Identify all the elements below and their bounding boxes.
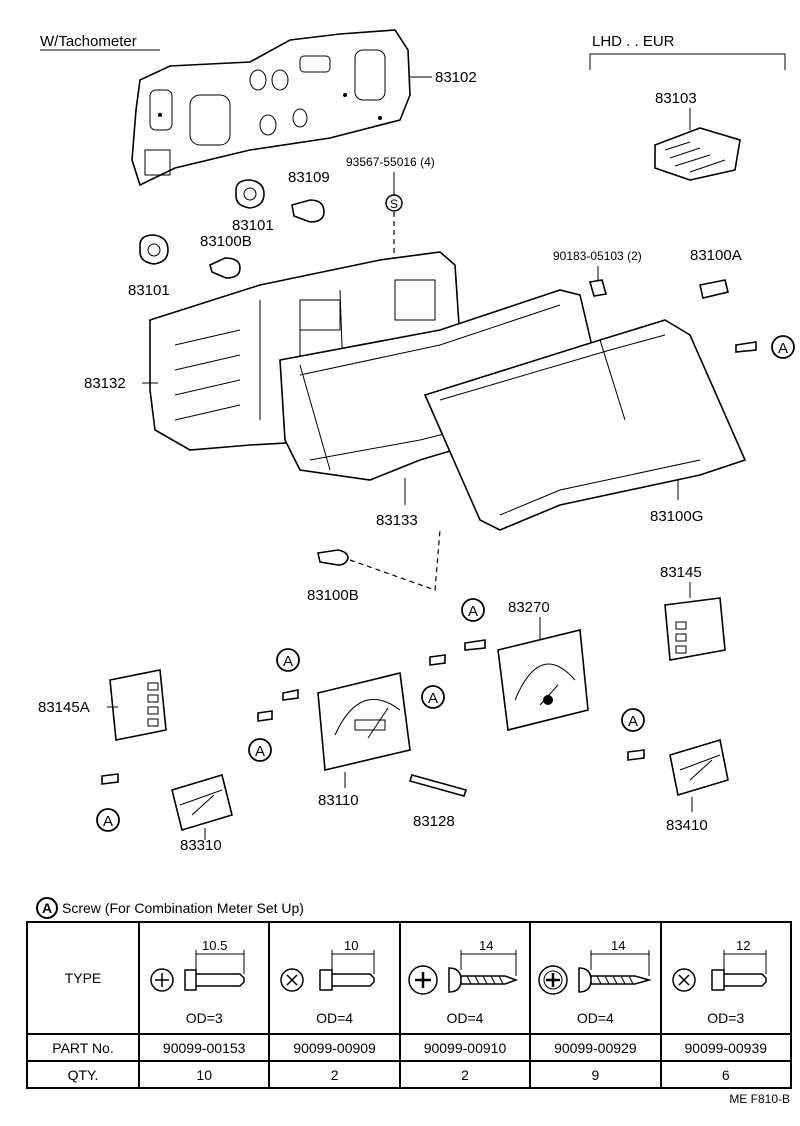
quantity-3: 2 [398, 1060, 532, 1089]
label-83103: 83103 [655, 90, 697, 107]
screw-length-5: 12 [736, 938, 750, 953]
lens-83100a [699, 279, 729, 299]
label-93567: 93567-55016 (4) [346, 155, 435, 169]
screw-type-3: 14 OD=4 [398, 921, 532, 1035]
screw-drawing-4: 14 [538, 938, 652, 995]
speedometer-83110 [317, 672, 411, 771]
screw-callout-a-left-4: A [96, 773, 120, 832]
label-83101-upper: 83101 [232, 217, 274, 234]
label-83270: 83270 [508, 599, 550, 616]
screw-callout-a-left-3: A [248, 710, 273, 762]
printed-circuit-plate-83102 [131, 29, 411, 187]
part-number-2: 90099-00909 [268, 1033, 401, 1062]
part-number-header: PART No. [26, 1033, 140, 1062]
quantity-2: 2 [268, 1060, 401, 1089]
svg-text:A: A [468, 603, 478, 620]
screw-type-2: 10 OD=4 [268, 921, 401, 1035]
warning-panel-83145a [109, 669, 167, 741]
screw-table: TYPE 10.5 OD=3 10 OD=4 [26, 921, 793, 1089]
screw-callout-a-83270: A [461, 598, 486, 651]
label-83145a: 83145A [38, 699, 90, 716]
part-number-3: 90099-00910 [398, 1033, 532, 1062]
meter-glass-83100g [423, 319, 747, 531]
svg-text:A: A [103, 813, 113, 830]
label-83310: 83310 [180, 837, 222, 854]
screw-drawing-2: 10 [280, 938, 376, 992]
label-83100g: 83100G [650, 508, 703, 525]
screw-od-4: OD=4 [576, 1010, 614, 1026]
svg-text:A: A [255, 743, 265, 760]
header-region-label: LHD . . EUR [592, 33, 675, 50]
quantity-5: 6 [659, 1060, 793, 1089]
screw-table-title: A Screw (For Combination Meter Set Up) [36, 897, 436, 919]
figure-code: ME F810-B [729, 1092, 790, 1106]
screw-table-title-text: Screw (For Combination Meter Set Up) [62, 900, 304, 916]
clip-90183 [588, 279, 608, 297]
quantity-header: QTY. [26, 1060, 140, 1089]
part-number-row: PART No. 90099-00153 90099-00909 90099-0… [26, 1033, 793, 1062]
gauge-83410 [669, 738, 729, 797]
quantity-row: QTY. 10 2 2 9 6 [26, 1060, 793, 1089]
screw-type-4: 14 OD=4 [529, 921, 662, 1035]
screw-type-5: 12 OD=3 [659, 921, 793, 1035]
bulb-83100b-bottom [317, 549, 349, 566]
label-83100b-top: 83100B [200, 233, 252, 250]
svg-text:A: A [778, 340, 788, 357]
screw-drawing-1: 10.5 [150, 938, 245, 992]
screw-callout-a-83410: A [621, 708, 645, 761]
bulb-83109 [291, 199, 325, 223]
screw-od-3: OD=4 [446, 1010, 484, 1026]
bulb-83100b-top [209, 257, 241, 279]
screw-callout-a-left-1: A [276, 648, 300, 701]
label-90183: 90183-05103 (2) [553, 249, 642, 263]
label-83102: 83102 [435, 69, 477, 86]
label-83101-lower: 83101 [128, 282, 170, 299]
tachometer-83270 [497, 629, 589, 731]
screw-length-3: 14 [479, 938, 493, 953]
svg-text:A: A [628, 713, 638, 730]
screw-type-1: 10.5 OD=3 [137, 921, 271, 1035]
screw-length-2: 10 [344, 938, 358, 953]
label-83100a: 83100A [690, 247, 742, 264]
label-83100b-bottom: 83100B [307, 587, 359, 604]
warning-panel-83145 [664, 597, 726, 661]
screw-callout-a-right: A [735, 335, 795, 359]
label-83410: 83410 [666, 817, 708, 834]
label-83145: 83145 [660, 564, 702, 581]
label-83128: 83128 [413, 813, 455, 830]
screw-length-4: 14 [611, 938, 625, 953]
svg-text:A: A [428, 690, 438, 707]
shaft-83128 [408, 774, 468, 797]
s-mark: S [390, 197, 398, 211]
a-symbol: A [36, 897, 58, 919]
screw-callout-a-left-2: A [421, 654, 446, 709]
type-header: TYPE [26, 921, 140, 1035]
part-number-4: 90099-00929 [529, 1033, 662, 1062]
bulb-socket-83101-upper [235, 179, 265, 209]
screw-drawing-3: 14 [408, 938, 518, 995]
type-row: TYPE 10.5 OD=3 10 OD=4 [26, 921, 793, 1035]
connector-block-83103 [654, 127, 741, 181]
header-tachometer-label: W/Tachometer [40, 33, 137, 50]
quantity-4: 9 [529, 1060, 662, 1089]
label-83109: 83109 [288, 169, 330, 186]
screw-od-2: OD=4 [316, 1010, 354, 1026]
screw-od-5: OD=3 [707, 1010, 745, 1026]
label-83132: 83132 [84, 375, 126, 392]
gauge-83310 [171, 773, 233, 832]
quantity-1: 10 [137, 1060, 271, 1089]
label-83110: 83110 [318, 792, 359, 809]
svg-text:A: A [283, 653, 293, 670]
label-83133: 83133 [376, 512, 418, 529]
exploded-parts-diagram: W/Tachometer LHD . . EUR 83102 83103 831… [38, 29, 795, 854]
screw-length-1: 10.5 [202, 938, 227, 953]
screw-drawing-5: 12 [671, 938, 767, 992]
bulb-socket-83101-lower [139, 234, 169, 265]
screw-od-1: OD=3 [185, 1010, 223, 1026]
part-number-1: 90099-00153 [137, 1033, 271, 1062]
part-number-5: 90099-00939 [659, 1033, 793, 1062]
